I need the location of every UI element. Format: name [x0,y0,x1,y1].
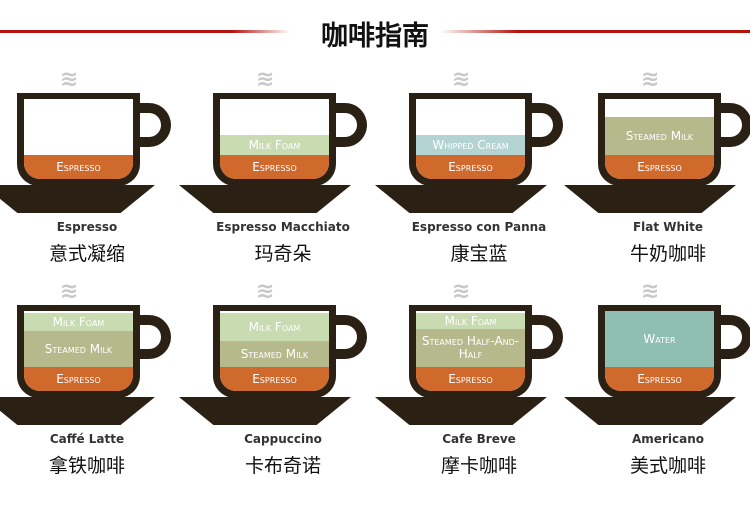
layer-steamed-half-and-half: Steamed Half-And-Half [416,329,525,367]
steam-icon: ≋ [452,279,470,304]
saucer [179,397,351,425]
cup-handle [329,315,367,359]
drink-name-chinese: 拿铁咖啡 [48,455,125,477]
cup-handle [329,103,367,147]
layer-espresso: Espresso [416,155,525,179]
steam-icon: ≋ [641,279,659,304]
page-title: 咖啡指南 [321,21,429,52]
layer-espresso: Espresso [24,155,133,179]
layer-whipped-cream: Whipped Cream [416,135,525,155]
saucer [0,185,155,213]
layer-steamed-milk: Steamed Milk [605,117,714,155]
layer-espresso: Espresso [605,155,714,179]
layer-espresso: Espresso [416,367,525,391]
drink-name-chinese: 玛奇朵 [254,243,312,265]
saucer [375,185,547,213]
layer-espresso: Espresso [24,367,133,391]
drink-name-chinese: 卡布奇诺 [244,455,321,477]
drink-name-chinese: 牛奶咖啡 [629,243,706,265]
saucer [564,185,736,213]
layer-milk-foam: Milk Foam [24,313,133,331]
layer-milk-foam: Milk Foam [416,313,525,330]
drink-name: Espresso [56,220,118,234]
saucer [375,397,547,425]
saucer [179,185,351,213]
layer-milk-foam: Milk Foam [220,313,329,342]
cup-handle [714,103,750,147]
drink-name: Cappuccino [244,432,322,446]
drink-name-chinese: 意式凝缩 [48,243,125,265]
layer-steamed-milk: Steamed Milk [24,331,133,367]
divider-left [0,30,290,33]
layer-milk-foam: Milk Foam [220,135,329,155]
layer-espresso: Espresso [220,367,329,391]
layer-steamed-milk: Steamed Milk [220,341,329,367]
steam-icon: ≋ [641,67,659,92]
cup-handle [133,315,171,359]
drink-name-chinese: 摩卡咖啡 [440,455,517,477]
drink-name: Espresso Macchiato [216,220,350,234]
steam-icon: ≋ [256,67,274,92]
drink-name-chinese: 美式咖啡 [629,455,706,477]
steam-icon: ≋ [60,67,78,92]
drink-name: Americano [632,432,704,446]
drink-name: Cafe Breve [442,432,516,446]
drink-name: Espresso con Panna [411,220,547,234]
cup-handle [714,315,750,359]
divider-right [440,30,750,33]
drink-name: Flat White [632,220,704,234]
cup-handle [133,103,171,147]
layer-espresso: Espresso [220,155,329,179]
cup-handle [525,103,563,147]
steam-icon: ≋ [452,67,470,92]
steam-icon: ≋ [256,279,274,304]
drink-name-chinese: 康宝蓝 [450,243,508,265]
drink-card: ≋ Espresso Espresso 意式凝缩 [0,67,190,277]
saucer [0,397,155,425]
steam-icon: ≋ [60,279,78,304]
cup: Espresso [17,93,140,186]
cup-handle [525,315,563,359]
saucer [564,397,736,425]
drink-name: Caffé Latte [49,432,125,446]
layer-espresso: Espresso [605,367,714,391]
cup-interior: Espresso [24,99,133,179]
layer-water: Water [605,311,714,367]
